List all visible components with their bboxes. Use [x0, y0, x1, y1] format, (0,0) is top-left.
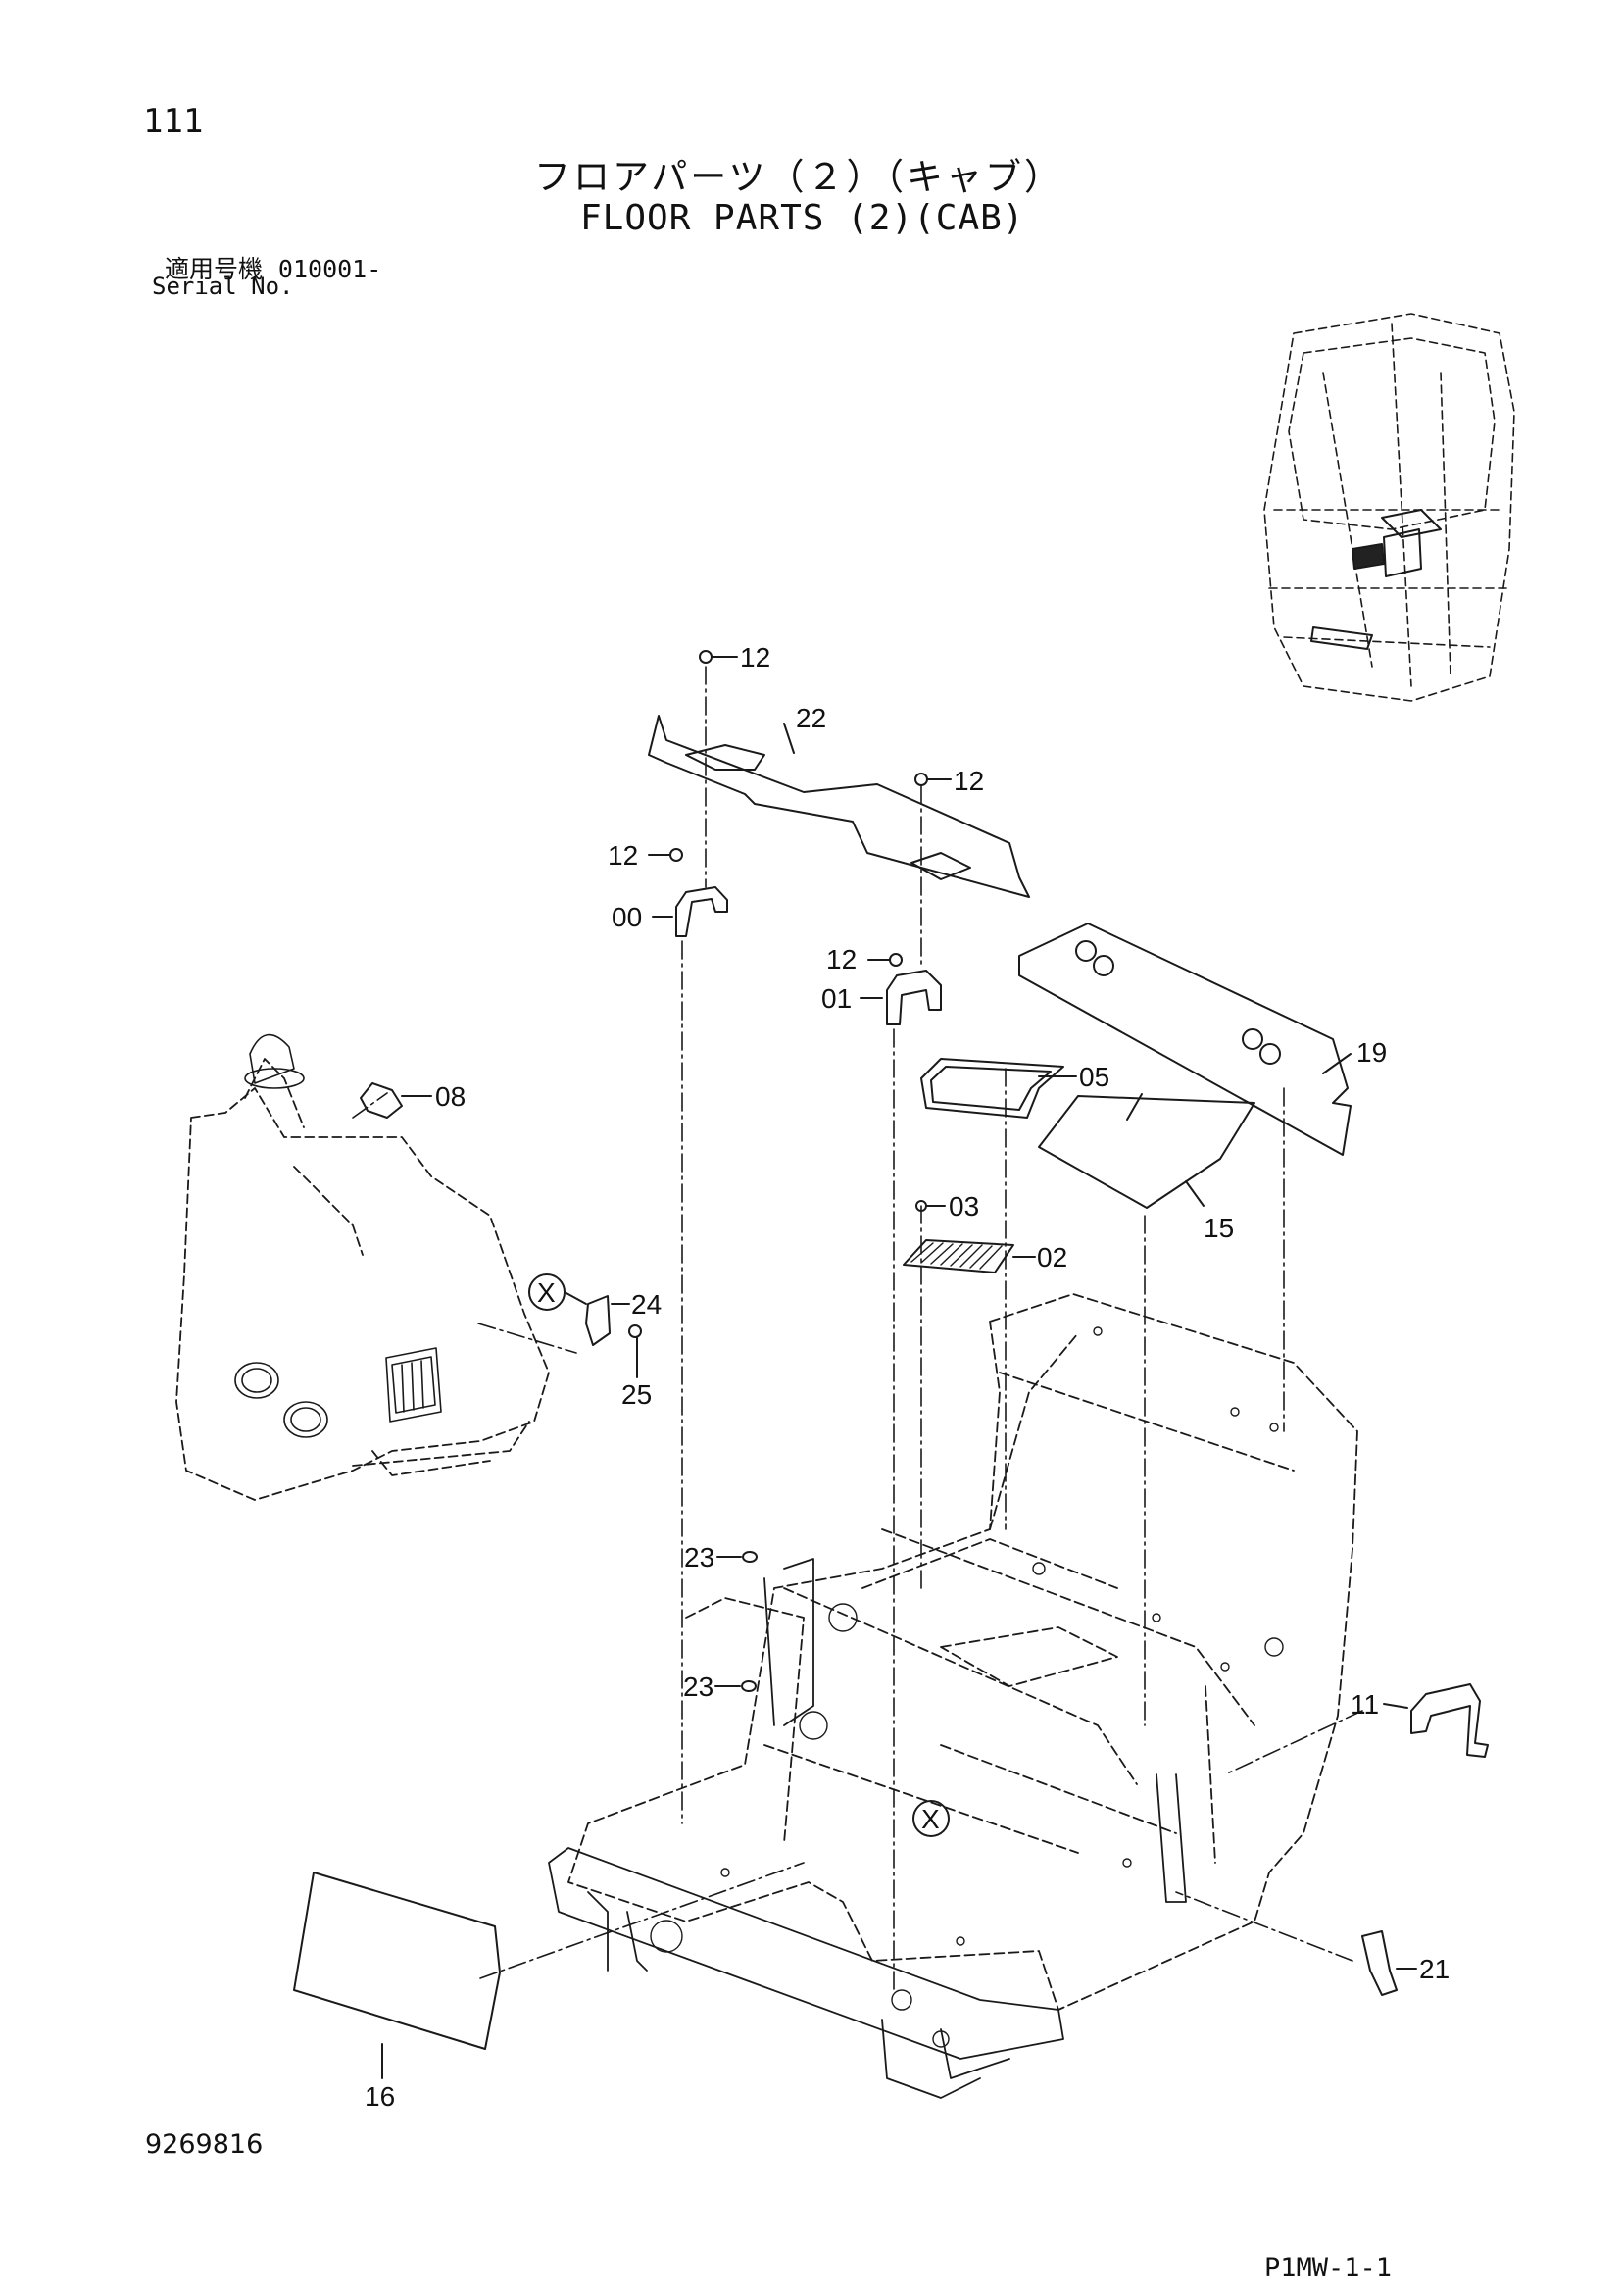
serial-applicable-label: 適用号機 010001- — [165, 250, 381, 285]
part-08-switch — [360, 1082, 403, 1119]
reference-marker-x2: X — [921, 1804, 940, 1834]
callout-23-b: 23 — [683, 1672, 713, 1702]
callout-00: 00 — [612, 902, 642, 932]
callout-08: 08 — [435, 1081, 466, 1112]
part-11-handle — [1410, 1683, 1489, 1758]
part-22-top-plate — [648, 715, 1030, 898]
callout-22: 22 — [796, 703, 826, 733]
callout-12-c: 12 — [608, 840, 638, 871]
reference-marker-x2-circle — [912, 1800, 950, 1837]
left-console — [175, 1058, 550, 1501]
part-01-bracket — [886, 970, 942, 1025]
part-23-washer-lower — [741, 1680, 757, 1692]
lower-frame-rails — [548, 1558, 1187, 2099]
callout-02: 02 — [1037, 1242, 1067, 1273]
part-25-screw — [628, 1324, 642, 1338]
callout-05: 05 — [1079, 1062, 1109, 1092]
sheet-code: P1MW-1-1 — [1264, 2253, 1393, 2283]
callout-16: 16 — [365, 2081, 395, 2112]
cab-key-map-highlight — [1310, 509, 1442, 650]
part-21-grip — [1361, 1930, 1398, 1996]
drawing-number: 9269816 — [145, 2129, 264, 2160]
part-15-mat — [1038, 1095, 1255, 1209]
callout-12-d: 12 — [826, 944, 857, 974]
part-00-bracket — [675, 886, 728, 937]
title-english: FLOOR PARTS (2)(CAB) — [580, 198, 1025, 238]
callout-11: 11 — [1351, 1689, 1379, 1720]
callout-19: 19 — [1356, 1037, 1387, 1068]
callout-12-a: 12 — [740, 642, 770, 673]
left-console-details — [234, 1033, 442, 1438]
callout-23-a: 23 — [684, 1542, 714, 1572]
reference-marker-x1: X — [537, 1277, 556, 1308]
part-05-seal — [920, 1058, 1064, 1119]
callout-21: 21 — [1419, 1954, 1450, 1984]
callout-12-b: 12 — [954, 766, 984, 796]
main-floor-frame — [567, 1293, 1358, 2011]
part-23-washer-upper — [742, 1551, 758, 1563]
cab-key-map — [1263, 313, 1515, 702]
part-16-sheet — [293, 1872, 501, 2050]
callout-25: 25 — [621, 1379, 652, 1410]
title-japanese: フロアパーツ（２）（キャブ） — [534, 156, 1064, 198]
serial-label-english: Serial No. — [152, 273, 294, 300]
callout-03: 03 — [949, 1191, 979, 1222]
part-24-clip — [585, 1295, 611, 1346]
callout-01: 01 — [821, 983, 852, 1014]
serial-value: 010001- — [277, 255, 382, 283]
part-19-cover-plate — [1018, 923, 1352, 1156]
page-number: 111 — [143, 102, 204, 141]
callout-24: 24 — [631, 1289, 662, 1320]
serial-label-japanese: 適用号機 — [165, 255, 264, 283]
part-02-grille — [903, 1239, 1014, 1273]
callout-15: 15 — [1204, 1213, 1234, 1243]
